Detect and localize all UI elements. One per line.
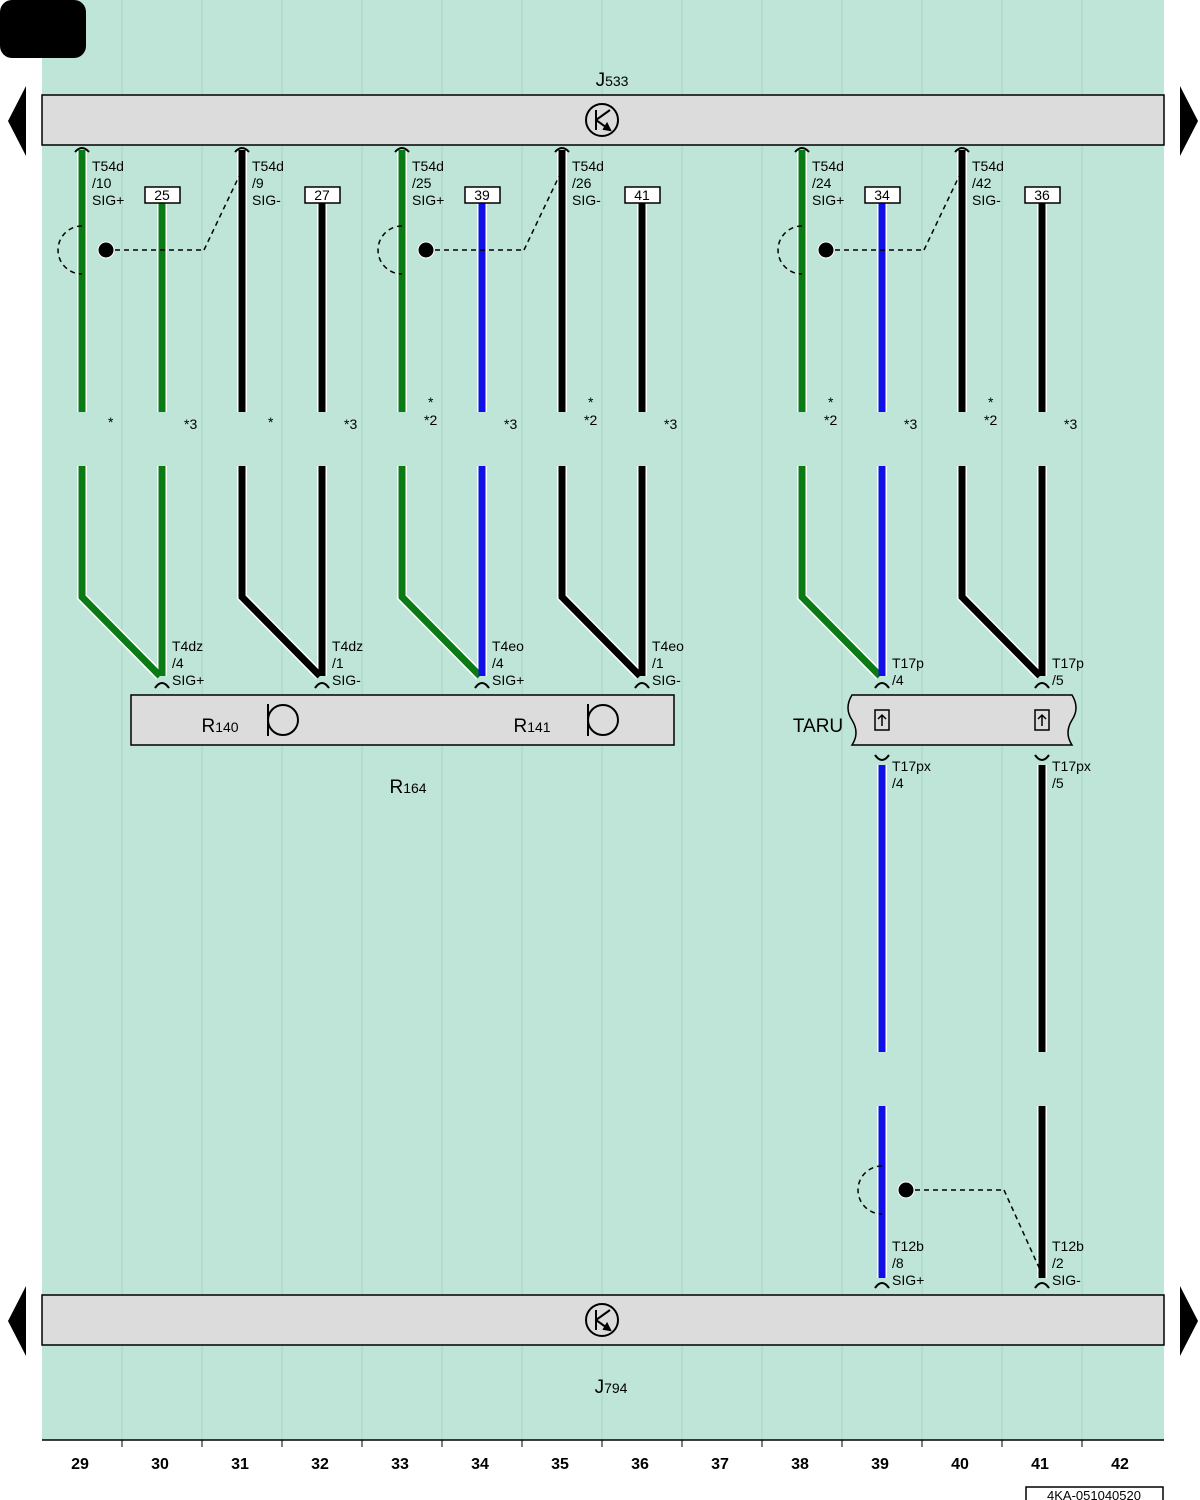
component-label-j533: J533 xyxy=(596,70,629,91)
component-label-r141: R141 xyxy=(513,716,550,737)
column-number: 35 xyxy=(551,1456,569,1473)
microphone-icon xyxy=(587,704,619,736)
column-number: 29 xyxy=(71,1456,89,1473)
break-mark: * xyxy=(268,414,274,430)
wire-number-box-label: 25 xyxy=(154,187,170,203)
break-mark: * xyxy=(988,394,994,410)
break-mark: *3 xyxy=(664,416,677,432)
wire-col33-green xyxy=(398,466,483,679)
column-number: 42 xyxy=(1111,1456,1129,1473)
break-mark: *2 xyxy=(584,412,597,428)
connector-label-t17p-4: T17p/4 xyxy=(892,655,924,688)
column-number: 38 xyxy=(791,1456,809,1473)
transistor-icon xyxy=(585,1303,619,1337)
wire-number-box-label: 34 xyxy=(874,187,890,203)
break-mark: *3 xyxy=(344,416,357,432)
column-scale-ticks xyxy=(121,1440,1083,1447)
microphone-block-r164[interactable] xyxy=(130,694,675,746)
column-number: 33 xyxy=(391,1456,409,1473)
wires xyxy=(78,150,1046,1278)
next-page-arrow-bottom[interactable] xyxy=(1180,1286,1198,1356)
column-number: 32 xyxy=(311,1456,329,1473)
break-mark: * xyxy=(428,394,434,410)
break-mark: * xyxy=(108,414,114,430)
doc-ref: 4KA-051040520 xyxy=(1047,1488,1141,1500)
connector-label-t17px-4: T17px/4 xyxy=(892,758,931,791)
break-mark: *2 xyxy=(424,412,437,428)
break-mark: *3 xyxy=(184,416,197,432)
break-mark: * xyxy=(828,394,834,410)
column-number: 31 xyxy=(231,1456,249,1473)
doc-ref-box xyxy=(1025,1486,1164,1500)
break-mark: *3 xyxy=(904,416,917,432)
connector-plug-icon xyxy=(1034,709,1050,731)
break-mark: *3 xyxy=(504,416,517,432)
column-number: 36 xyxy=(631,1456,649,1473)
column-number: 39 xyxy=(871,1456,889,1473)
prev-page-arrow-bottom[interactable] xyxy=(8,1286,26,1356)
shield-ground-dots xyxy=(97,241,915,1199)
wire-number-box-label: 39 xyxy=(474,187,490,203)
wire-number-box-label: 41 xyxy=(634,187,650,203)
transistor-icon xyxy=(585,103,619,137)
wire-number-box-label: 36 xyxy=(1034,187,1050,203)
wire-col31-black xyxy=(238,466,323,679)
wire-number-boxes xyxy=(144,186,1061,204)
connector-plug-icon xyxy=(874,709,890,731)
connector-label-t17px-5: T17px/5 xyxy=(1052,758,1091,791)
component-label-r140: R140 xyxy=(201,716,238,737)
column-number: 40 xyxy=(951,1456,969,1473)
column-number: 41 xyxy=(1031,1456,1049,1473)
break-mark: *2 xyxy=(824,412,837,428)
next-page-arrow-top[interactable] xyxy=(1180,86,1198,156)
wire-col38-green xyxy=(798,466,883,679)
wire-col40-black xyxy=(958,466,1043,679)
prev-page-arrow-top[interactable] xyxy=(8,86,26,156)
connector-pins xyxy=(74,147,1050,1289)
column-number: 34 xyxy=(471,1456,489,1473)
shield-symbols xyxy=(57,167,1042,1273)
control-unit-j533-bar[interactable] xyxy=(41,94,1165,146)
break-mark: * xyxy=(588,394,594,410)
taru-block[interactable] xyxy=(847,694,1077,746)
microphone-icon xyxy=(267,704,299,736)
break-mark: *2 xyxy=(984,412,997,428)
break-mark: *3 xyxy=(1064,416,1077,432)
column-number: 30 xyxy=(151,1456,169,1473)
wire-number-box-label: 27 xyxy=(314,187,330,203)
connector-label-t17p-5: T17p/5 xyxy=(1052,655,1084,688)
page-tab xyxy=(0,0,86,58)
wire-col29-green xyxy=(78,466,163,679)
column-number: 37 xyxy=(711,1456,729,1473)
control-unit-j794-bar[interactable] xyxy=(41,1294,1165,1346)
wire-col35-black xyxy=(558,466,643,679)
taru-label: TARU xyxy=(793,716,843,737)
component-label-j794: J794 xyxy=(595,1377,628,1398)
component-label-r164: R164 xyxy=(389,777,426,798)
